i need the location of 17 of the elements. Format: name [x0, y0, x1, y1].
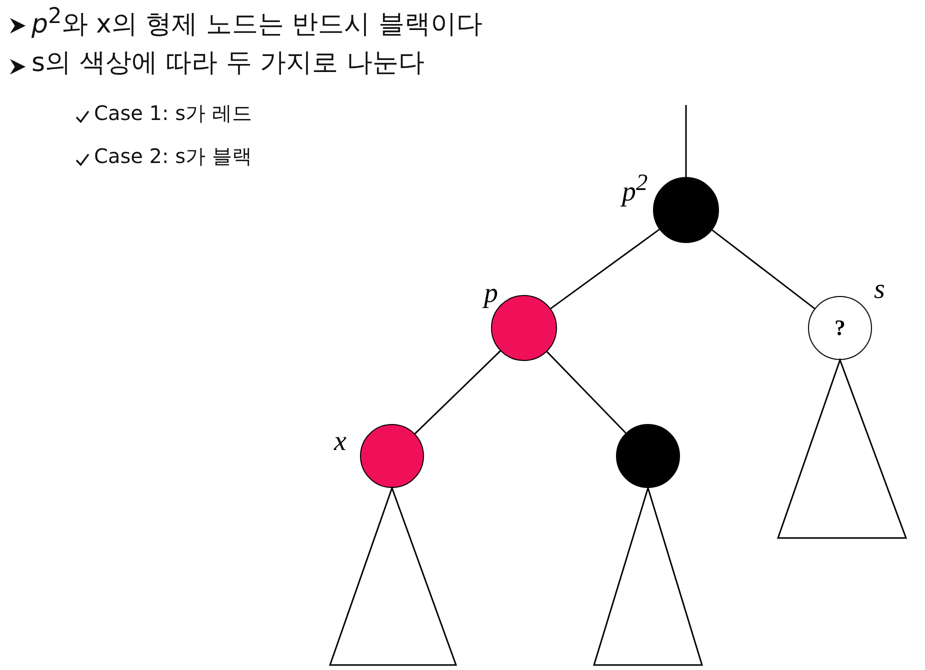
- node-label: s: [874, 276, 885, 304]
- bullet-text: s의 색상에 따라 두 가지로 나눈다: [32, 47, 424, 80]
- tree-edge: [414, 350, 501, 434]
- bullet-text: Case 2: s가 블랙: [94, 143, 252, 170]
- tree-edge: [685, 105, 687, 177]
- node-label: p$^{2}$: [622, 172, 648, 206]
- tree-node: ?: [808, 296, 872, 360]
- tree-edge: [546, 351, 626, 434]
- subtree-triangle: [594, 488, 702, 665]
- subtree-triangle: [778, 360, 906, 538]
- bullet-text: Case 1: s가 레드: [94, 100, 252, 127]
- subtree-triangle: [330, 488, 456, 665]
- node-label: x: [334, 428, 346, 456]
- bullet-text: p$^{2}$와 x의 형제 노드는 반드시 블랙이다: [32, 4, 483, 42]
- tree-edge: [712, 229, 816, 310]
- node-label: p: [484, 280, 498, 308]
- tree-edge: [550, 228, 660, 310]
